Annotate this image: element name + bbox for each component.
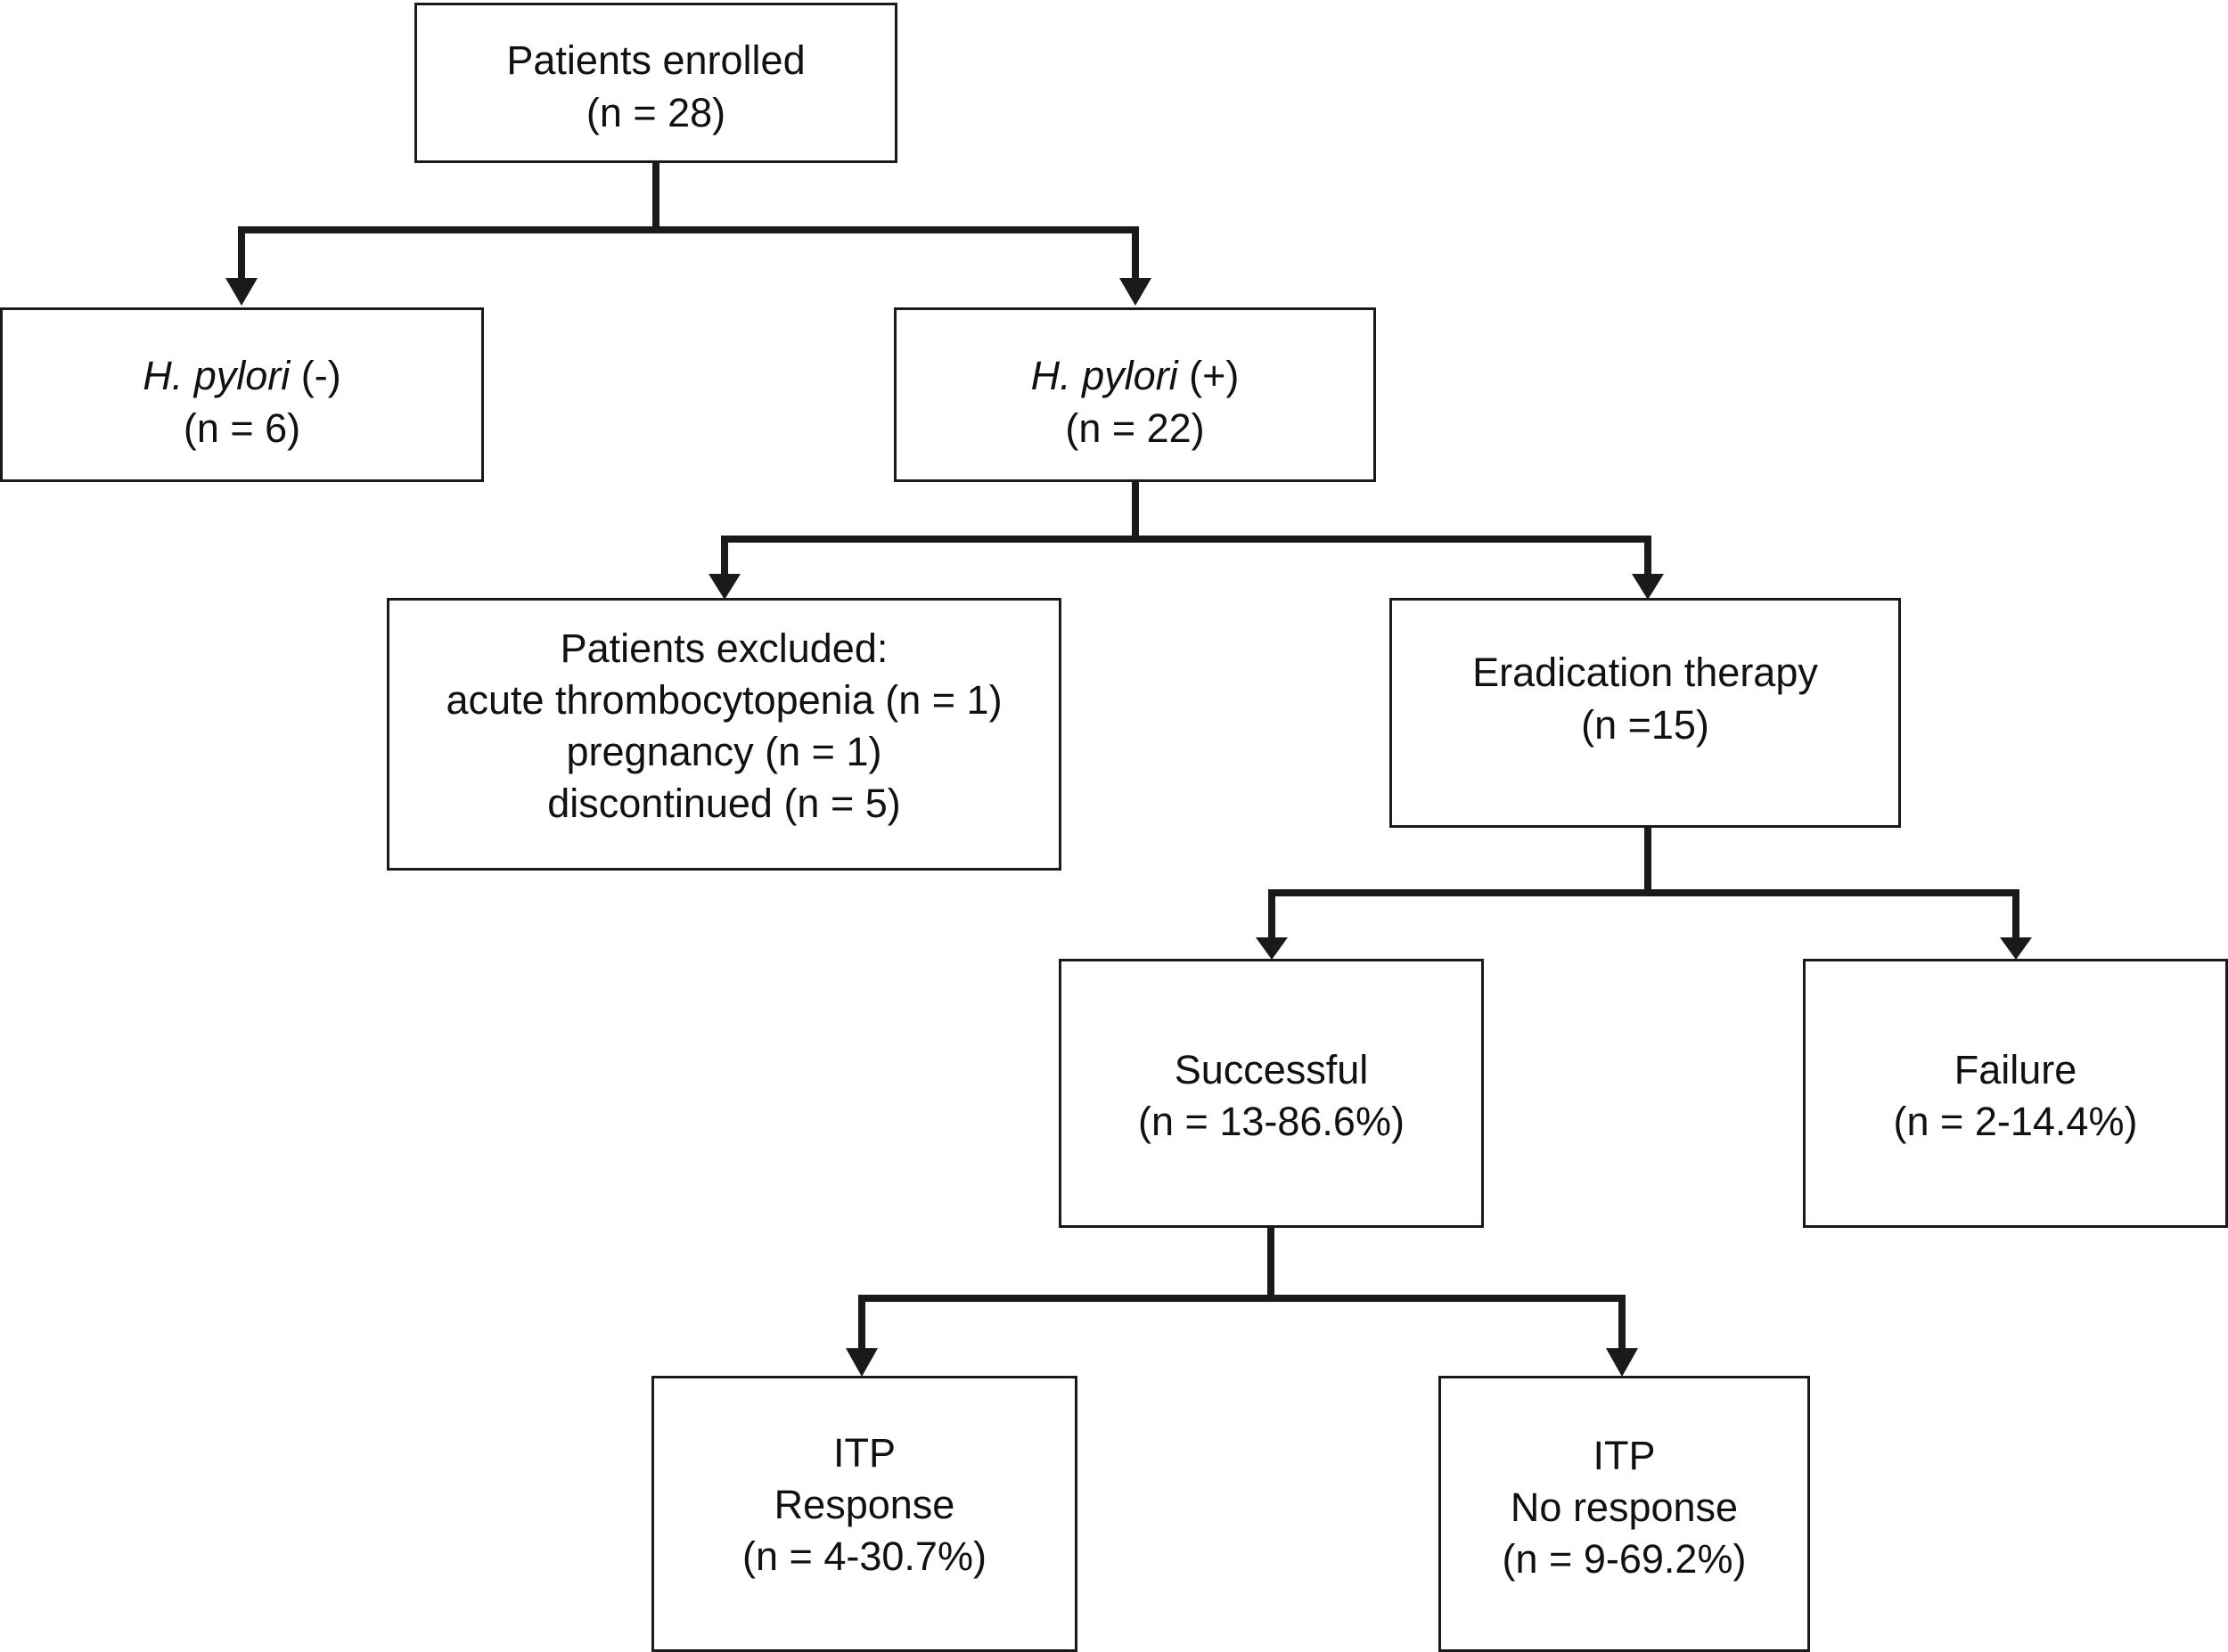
connector-hp-positive-split (721, 481, 1651, 574)
box-itp-response: ITP Response (n = 4-30.7%) (651, 1376, 1077, 1652)
successful-title: Successful (1174, 1047, 1369, 1092)
connector-eradication-split (1268, 827, 2019, 937)
arrowhead-hp-negative (225, 278, 258, 306)
hp-negative-count: (n = 6) (183, 405, 301, 451)
hp-negative-organism: H. pylori (143, 353, 291, 398)
itp-no-response-count: (n = 9-69.2%) (1502, 1536, 1747, 1582)
arrowhead-failure (2000, 937, 2032, 960)
box-patients-enrolled: Patients enrolled (n = 28) (414, 3, 897, 163)
itp-response-line2: Response (774, 1482, 955, 1527)
arrowhead-eradication (1632, 574, 1664, 600)
arrowhead-successful (1256, 937, 1288, 960)
failure-title: Failure (1954, 1047, 2077, 1092)
box-itp-no-response: ITP No response (n = 9-69.2%) (1438, 1376, 1810, 1652)
box-successful: Successful (n = 13-86.6%) (1059, 959, 1484, 1228)
hp-positive-status: (+) (1189, 353, 1240, 398)
box-hp-negative: H. pylori (-) (n = 6) (0, 307, 484, 482)
excluded-reason-acute-thrombocytopenia: acute thrombocytopenia (n = 1) (446, 677, 1003, 723)
arrowhead-hp-positive (1119, 278, 1151, 306)
excluded-title: Patients excluded: (560, 626, 889, 671)
successful-count: (n = 13-86.6%) (1138, 1099, 1405, 1144)
box-patients-excluded: Patients excluded: acute thrombocytopeni… (387, 598, 1061, 871)
hp-negative-status: (-) (300, 353, 341, 398)
failure-count: (n = 2-14.4%) (1893, 1099, 2138, 1144)
itp-response-line1: ITP (832, 1430, 896, 1476)
arrowhead-itp-no-response (1606, 1348, 1638, 1377)
arrowhead-itp-response (846, 1348, 878, 1377)
eradication-count: (n =15) (1581, 702, 1709, 748)
itp-no-response-line1: ITP (1593, 1433, 1656, 1478)
enrolled-count: (n = 28) (586, 90, 726, 135)
itp-response-count: (n = 4-30.7%) (742, 1533, 987, 1579)
hp-positive-organism: H. pylori (1030, 353, 1178, 398)
box-failure: Failure (n = 2-14.4%) (1803, 959, 2228, 1228)
connector-successful-split (858, 1227, 1626, 1348)
excluded-reason-discontinued: discontinued (n = 5) (547, 781, 901, 826)
connector-enrolled-split (238, 160, 1139, 278)
eradication-title: Eradication therapy (1472, 650, 1818, 695)
hp-negative-label: H. pylori (-) (3, 350, 481, 402)
hp-positive-label: H. pylori (+) (897, 350, 1373, 402)
box-eradication-therapy: Eradication therapy (n =15) (1389, 598, 1901, 828)
hp-positive-count: (n = 22) (1065, 405, 1205, 451)
enrolled-title: Patients enrolled (506, 37, 806, 83)
box-hp-positive: H. pylori (+) (n = 22) (894, 307, 1376, 482)
excluded-reason-pregnancy: pregnancy (n = 1) (566, 729, 882, 774)
itp-no-response-line2: No response (1510, 1484, 1739, 1530)
arrowhead-excluded (709, 574, 741, 600)
